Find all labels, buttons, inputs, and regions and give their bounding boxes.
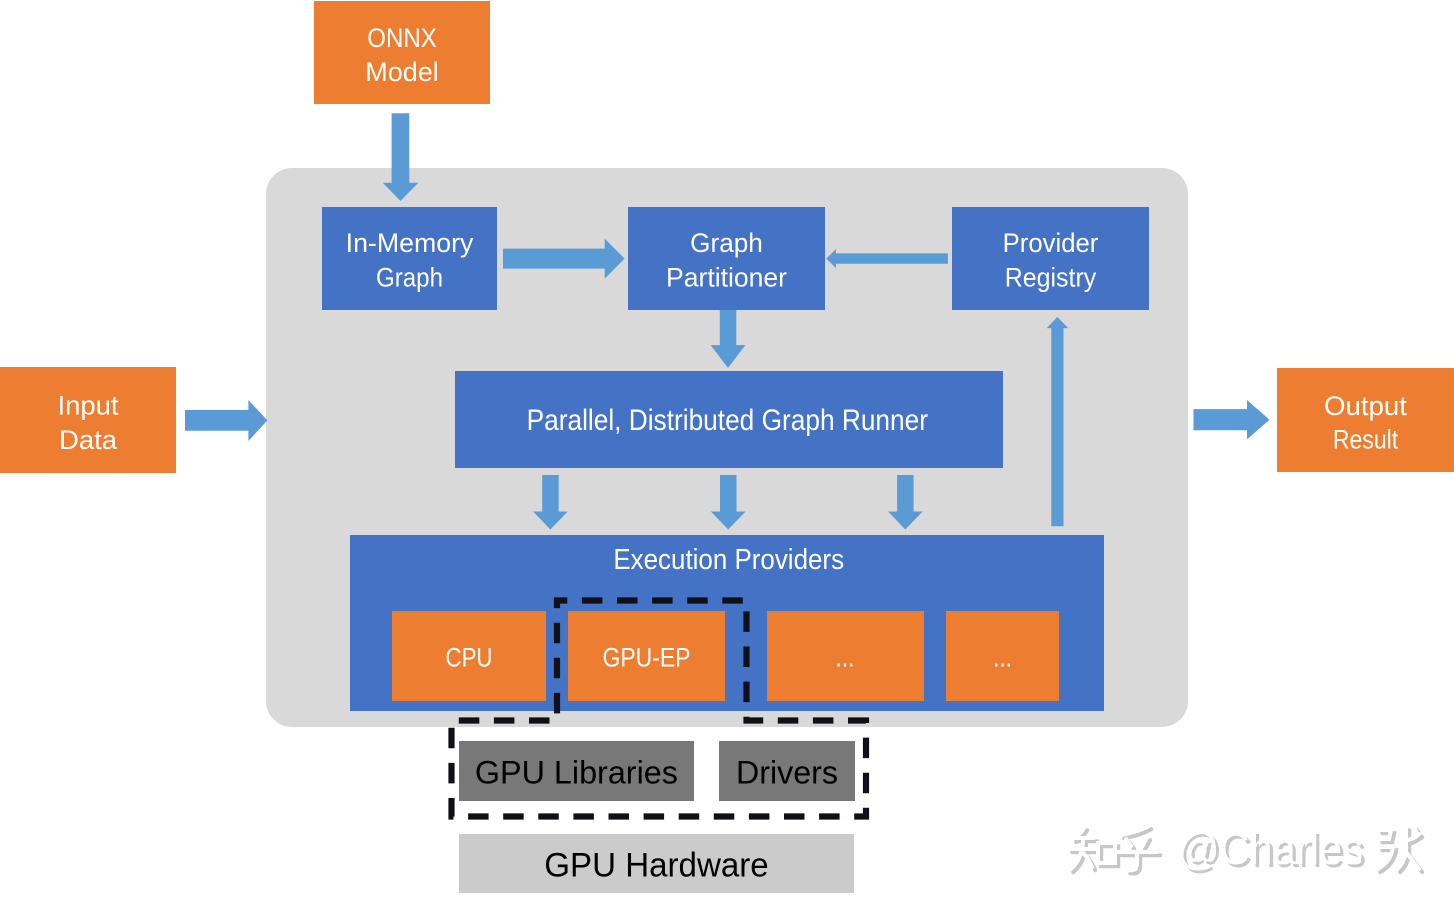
svg-text:CPU: CPU bbox=[446, 643, 493, 673]
svg-text:Result: Result bbox=[1333, 425, 1399, 455]
svg-text:Provider: Provider bbox=[1003, 228, 1099, 258]
svg-text:Input: Input bbox=[58, 390, 119, 420]
svg-text:Drivers: Drivers bbox=[736, 754, 838, 790]
svg-text:Model: Model bbox=[365, 57, 439, 87]
svg-text:@Charles: @Charles bbox=[1177, 823, 1363, 874]
svg-text:Execution Providers: Execution Providers bbox=[613, 544, 844, 576]
svg-text:Graph: Graph bbox=[690, 228, 763, 258]
svg-text:...: ... bbox=[993, 643, 1012, 673]
svg-text:In-Memory: In-Memory bbox=[346, 228, 474, 258]
svg-text:GPU Hardware: GPU Hardware bbox=[544, 846, 768, 884]
svg-text:Partitioner: Partitioner bbox=[666, 263, 787, 293]
svg-text:...: ... bbox=[836, 643, 855, 673]
svg-text:Registry: Registry bbox=[1005, 263, 1097, 293]
svg-text:GPU-EP: GPU-EP bbox=[603, 643, 691, 673]
svg-text:@Charles: @Charles bbox=[1180, 826, 1366, 877]
svg-text:Graph: Graph bbox=[376, 263, 443, 293]
svg-text:Data: Data bbox=[59, 425, 118, 455]
svg-text:Output: Output bbox=[1324, 391, 1408, 421]
svg-text:ONNX: ONNX bbox=[367, 23, 437, 53]
svg-text:GPU Libraries: GPU Libraries bbox=[475, 754, 678, 790]
svg-text:Parallel, Distributed Graph Ru: Parallel, Distributed Graph Runner bbox=[527, 404, 928, 437]
